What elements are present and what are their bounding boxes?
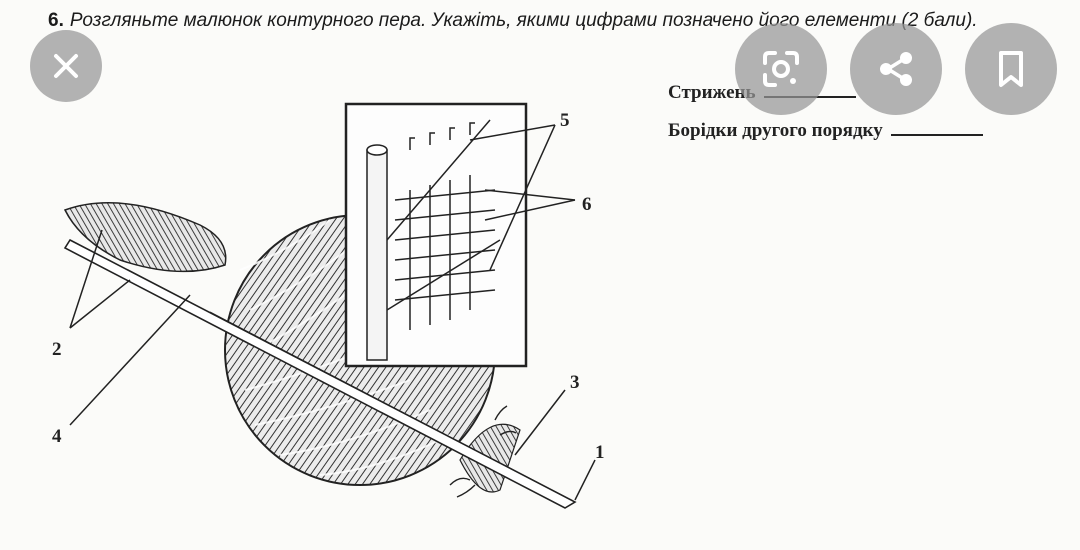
lens-search-button[interactable] <box>735 23 827 115</box>
close-icon <box>54 54 78 78</box>
share-button[interactable] <box>850 23 942 115</box>
close-button[interactable] <box>30 30 102 102</box>
bookmark-icon <box>999 51 1023 87</box>
feather-vane-left <box>63 202 227 273</box>
share-icon <box>880 52 912 86</box>
question-text: 6.Розгляньте малюнок контурного пера. Ук… <box>18 8 1068 34</box>
answer-blank <box>890 118 983 136</box>
answer-list: Стрижень Борідки другого порядку <box>668 80 983 156</box>
figure-label-6: 6 <box>582 194 592 215</box>
figure-label-5: 5 <box>560 110 570 131</box>
figure-label-4: 4 <box>52 426 62 447</box>
figure-label-2: 2 <box>52 339 62 360</box>
figure-label-3: 3 <box>570 372 580 393</box>
answer-line-barbules: Борідки другого порядку <box>668 118 983 156</box>
save-to-collection-button[interactable] <box>965 23 1057 115</box>
answer-label: Стрижень <box>668 82 756 103</box>
feather-diagram: 1 2 3 4 5 6 <box>52 102 605 509</box>
figure-label-1: 1 <box>595 442 605 463</box>
lens-icon <box>763 51 799 87</box>
question-body: Розгляньте малюнок контурного пера. Укаж… <box>69 10 978 31</box>
question-number: 6. <box>48 10 64 31</box>
answer-label: Борідки другого порядку <box>668 120 883 141</box>
